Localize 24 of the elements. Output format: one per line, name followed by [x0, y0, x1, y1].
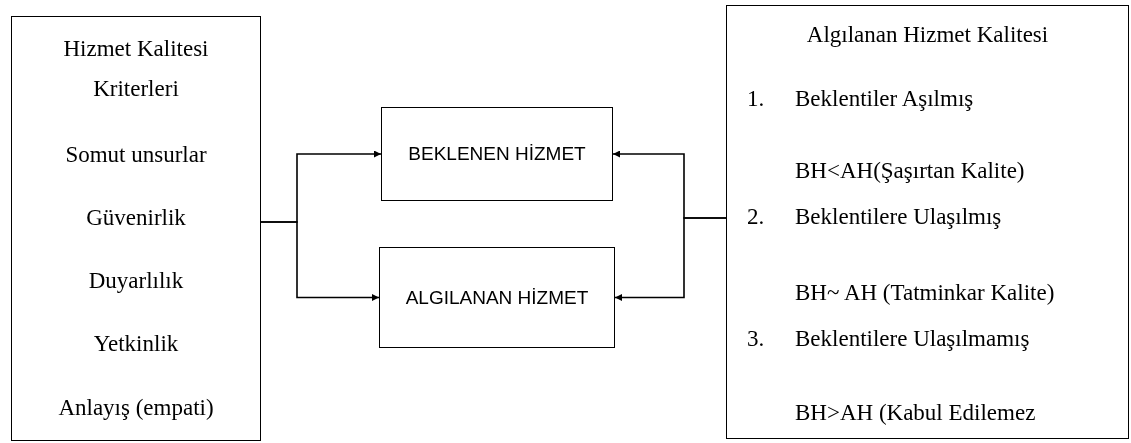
list-item-text: Beklentiler Aşılmış — [795, 85, 974, 113]
box-heading: Hizmet Kalitesi Kriterleri — [62, 35, 210, 103]
box-label: ALGILANAN HİZMET — [404, 285, 590, 310]
list-number: 3. — [747, 325, 765, 353]
box-label: BEKLENEN HİZMET — [407, 142, 587, 166]
text-box — [726, 5, 1129, 439]
text-box — [379, 247, 615, 348]
text-box — [381, 107, 613, 201]
formula-text: BH<AH(Şaşırtan Kalite) — [795, 157, 1025, 185]
criterion-text: Somut unsurlar — [64, 141, 208, 169]
connector-arrow — [260, 221, 380, 301]
list-number: 2. — [747, 203, 765, 231]
criterion-text: Güvenirlik — [85, 204, 187, 232]
text-box — [11, 16, 261, 441]
list-number: 1. — [747, 85, 765, 113]
criterion-text: Anlayış (empati) — [57, 394, 215, 422]
connector-arrow — [614, 217, 727, 301]
list-item-text: Beklentilere Ulaşılmış — [795, 203, 1002, 231]
formula-text: BH~ AH (Tatminkar Kalite) — [795, 279, 1055, 307]
criterion-text: Duyarlılık — [87, 267, 185, 295]
list-item-text: Beklentilere Ulaşılmamış — [795, 325, 1030, 353]
criterion-text: Yetkinlik — [92, 330, 180, 358]
box-heading: Algılanan Hizmet Kalitesi — [805, 21, 1050, 49]
formula-text: BH>AH (Kabul Edilemez — [795, 399, 1036, 427]
